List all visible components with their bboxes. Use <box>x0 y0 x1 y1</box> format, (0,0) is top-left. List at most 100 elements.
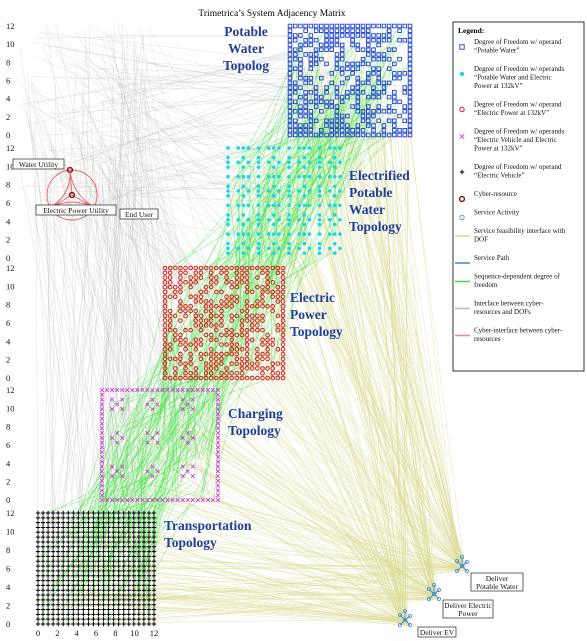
interface-line <box>101 53 211 500</box>
ring-marker <box>229 284 234 290</box>
plus-marker <box>146 612 152 617</box>
x-marker <box>185 497 190 503</box>
square-marker <box>402 37 408 43</box>
svc-marker <box>397 613 402 618</box>
plus-marker <box>91 530 96 535</box>
plus-marker <box>76 520 81 525</box>
plus-marker <box>55 612 61 617</box>
x-marker <box>190 407 195 412</box>
sequence-line <box>166 187 300 271</box>
ring-marker <box>249 313 255 319</box>
square-marker <box>345 123 350 128</box>
interface-line <box>39 37 283 293</box>
sequence-line <box>194 150 276 300</box>
plus-marker <box>131 539 137 545</box>
plus-marker <box>71 616 76 622</box>
plus-marker <box>141 544 147 549</box>
plus-marker <box>111 607 116 612</box>
plus-marker <box>45 621 51 627</box>
x-marker <box>150 387 155 393</box>
dot-marker <box>271 241 276 246</box>
square-marker <box>355 66 361 71</box>
dot-marker <box>297 189 302 193</box>
dot-marker <box>246 189 251 193</box>
sequence-line <box>229 227 300 312</box>
square-marker <box>360 118 366 124</box>
ring-marker <box>249 265 255 271</box>
sequence-line <box>143 310 173 464</box>
ring-marker <box>208 366 214 371</box>
ring-marker <box>260 370 265 376</box>
sequence-line <box>69 491 196 536</box>
y-tick-label: 6 <box>6 564 10 574</box>
dot-marker <box>333 251 337 256</box>
ring-marker <box>229 370 234 376</box>
sequence-line <box>318 77 348 156</box>
feasibility-line <box>245 351 405 625</box>
ring-marker <box>214 366 219 371</box>
x-marker <box>99 450 105 455</box>
interface-line <box>27 70 58 554</box>
plus-marker <box>116 578 121 583</box>
square-marker <box>402 104 408 109</box>
plus-marker <box>106 559 111 564</box>
interface-line <box>134 200 141 614</box>
plus-marker <box>45 539 51 545</box>
square-marker <box>298 47 303 52</box>
dot-marker <box>266 232 271 236</box>
plus-marker <box>146 554 152 559</box>
ring-marker <box>260 327 265 333</box>
square-marker <box>407 61 413 67</box>
dot-marker <box>327 146 332 150</box>
dot-marker <box>246 174 251 179</box>
square-marker <box>287 28 293 33</box>
square-marker <box>334 90 340 95</box>
ring-marker <box>234 299 240 304</box>
square-marker <box>407 47 413 52</box>
ring-marker <box>234 280 240 285</box>
ring-marker <box>239 347 245 352</box>
square-marker <box>334 66 340 71</box>
dot-marker <box>277 160 281 165</box>
dot-marker <box>236 174 240 179</box>
ring-marker <box>178 318 183 323</box>
feasibility-line <box>308 44 465 565</box>
ring-marker <box>234 342 240 347</box>
plus-marker <box>55 616 61 622</box>
y-tick-label: 6 <box>6 198 10 208</box>
square-marker <box>386 56 392 62</box>
square-marker <box>381 85 387 90</box>
x-marker <box>99 473 105 479</box>
plus-marker <box>66 563 71 569</box>
square-marker <box>376 94 381 100</box>
plus-marker <box>96 534 101 540</box>
x-marker <box>120 497 125 503</box>
plus-marker <box>96 597 101 603</box>
ring-marker <box>265 375 270 381</box>
sequence-line <box>138 424 176 581</box>
plus-marker <box>76 534 81 540</box>
feasibility-line <box>153 563 463 599</box>
sequence-line <box>85 435 119 585</box>
plus-marker <box>45 534 51 540</box>
plus-marker <box>146 588 152 593</box>
ring-marker <box>188 351 193 357</box>
x-marker <box>150 464 155 469</box>
square-marker <box>407 109 413 114</box>
interface-line <box>127 30 130 412</box>
x-marker <box>145 387 150 393</box>
plus-marker <box>76 621 81 627</box>
ring-marker <box>162 289 168 295</box>
plus-marker <box>71 510 76 516</box>
x-marker <box>215 473 221 479</box>
ring-marker <box>188 294 193 299</box>
x-marker <box>120 397 125 402</box>
plus-marker <box>40 520 46 525</box>
ring-marker <box>280 361 286 366</box>
sequence-line <box>195 269 240 410</box>
ring-marker <box>203 308 209 314</box>
dot-marker <box>327 246 332 251</box>
plus-marker <box>76 563 81 569</box>
square-marker <box>407 71 413 76</box>
square-marker <box>402 118 408 124</box>
